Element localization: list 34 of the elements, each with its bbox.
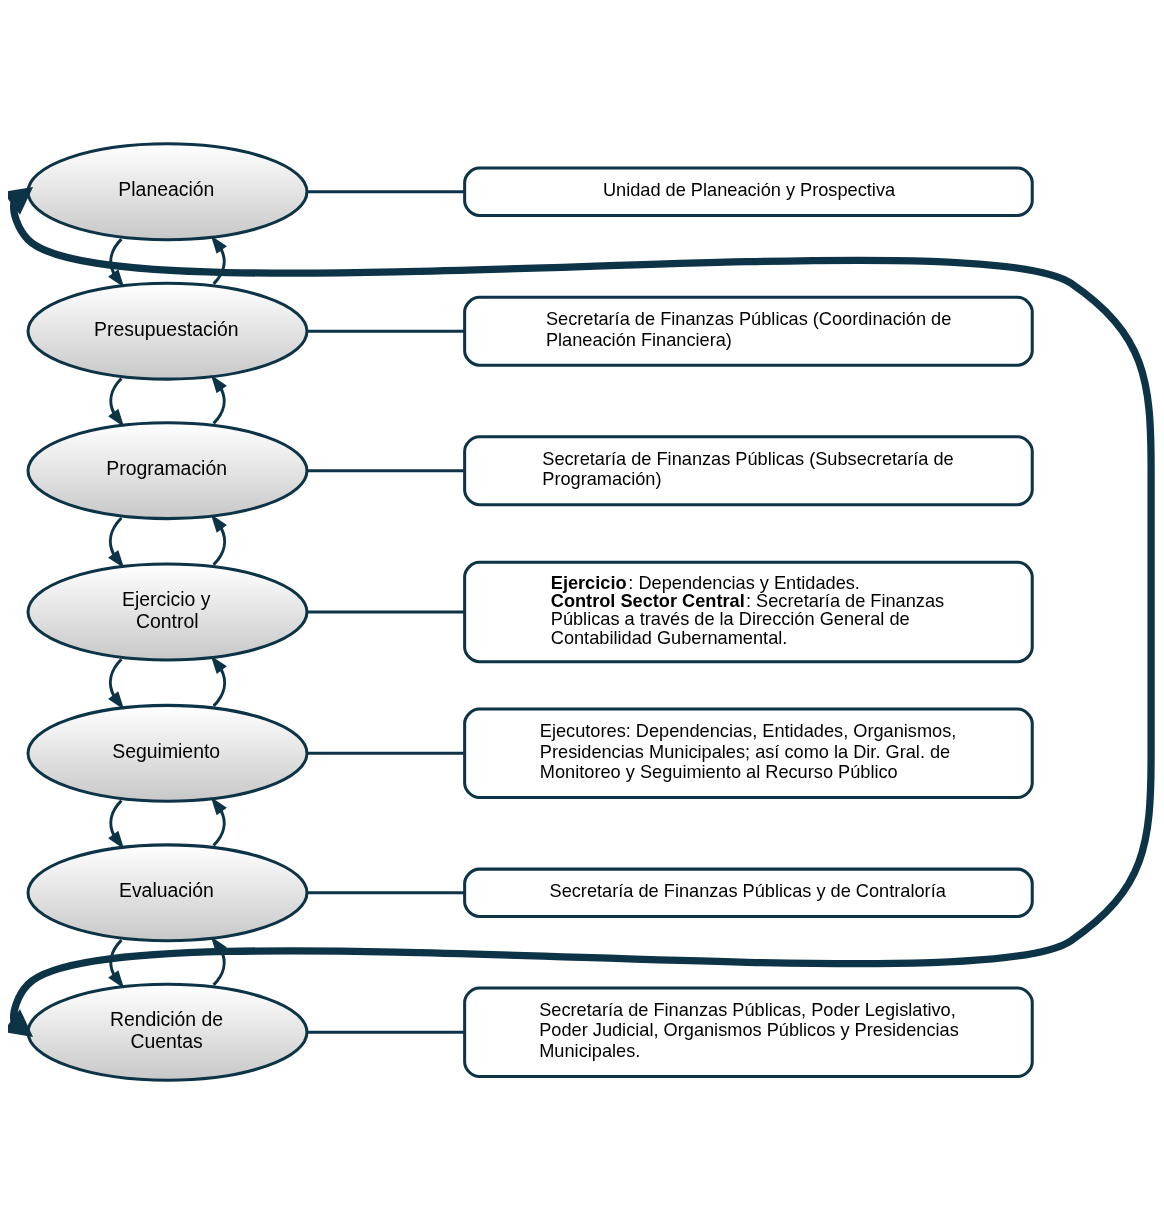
connector xyxy=(307,189,465,193)
arrow xyxy=(210,935,227,986)
arrow xyxy=(108,657,125,710)
arrow xyxy=(210,796,227,846)
arrow xyxy=(210,655,227,707)
node-ellipse: Planeación xyxy=(26,141,309,241)
arrow xyxy=(210,234,227,285)
connector xyxy=(307,1030,465,1034)
arrow xyxy=(108,516,125,568)
arrow xyxy=(108,938,125,989)
node-box: Secretaría de Finanzas Públicas y de Contraloría xyxy=(463,867,1034,918)
node-box: Secretaría de Finanzas Públicas, Poder Legislativo, Poder Judicial, Organismos Públicos y Presidencias Municipales. xyxy=(463,985,1034,1078)
node-box: Secretaría de Finanzas Públicas (Coordinación de Planeación Financiera) xyxy=(463,295,1034,367)
node-ellipse: Seguimiento xyxy=(26,703,309,803)
node-box: Ejecutores: Dependencias, Entidades, Organismos, Presidencias Municipales; así como la Dir. Gral. de Monitoreo y Seguimiento al Recurso Público xyxy=(463,707,1034,799)
node-ellipse: Presupuestación xyxy=(26,281,309,381)
arrow xyxy=(108,237,125,288)
arrow xyxy=(108,377,125,427)
arrow xyxy=(210,374,227,424)
node-box: Ejercicio: Dependencias y Entidades. Control Sector Central: Secretaría de Finanzas Públicas a través de la Dirección General de Contabilidad Gubernamental. xyxy=(463,560,1034,663)
arrow xyxy=(8,186,1155,1037)
connector xyxy=(307,329,465,333)
connector xyxy=(307,751,465,755)
arrow xyxy=(210,513,227,566)
node-ellipse: Evaluación xyxy=(26,842,309,942)
node-ellipse: Programación xyxy=(26,420,309,520)
node-ellipse: Ejercicio y Control xyxy=(26,562,309,661)
node-ellipse: Rendición de Cuentas xyxy=(26,982,309,1082)
connector xyxy=(307,610,465,613)
node-box: Unidad de Planeación y Prospectiva xyxy=(463,166,1034,217)
connector xyxy=(307,468,465,472)
node-box: Secretaría de Finanzas Públicas (Subsecretaría de Programación) xyxy=(463,434,1034,506)
arrow xyxy=(108,799,125,849)
connector xyxy=(307,890,465,894)
